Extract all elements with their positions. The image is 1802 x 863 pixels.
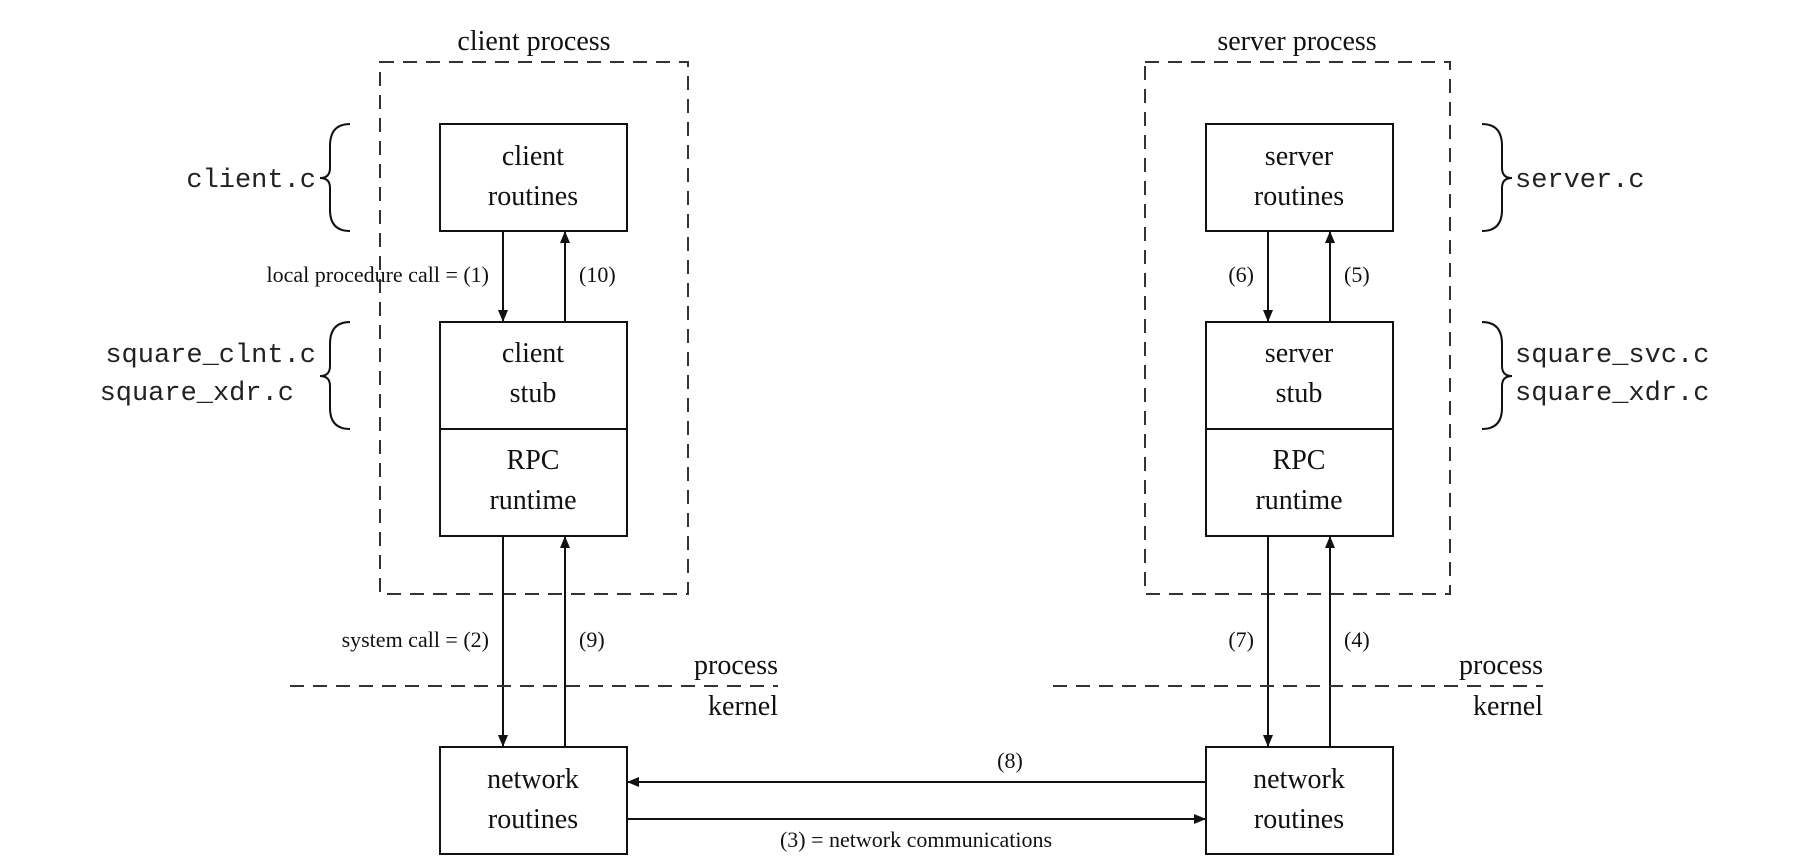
server-routines-label-1: server: [1265, 141, 1334, 172]
client-stub-label-1: client: [502, 338, 564, 369]
client-routines-label-1: client: [502, 141, 564, 172]
server-network-routines-box: [1205, 746, 1394, 855]
file-square-clnt-c: square_clnt.c: [105, 341, 316, 371]
label-step-9: (9): [579, 627, 605, 652]
brace-client-routines: [319, 123, 351, 232]
file-client-c: client.c: [186, 166, 316, 196]
client-network-routines-label-1: network: [487, 764, 579, 795]
server-routines-label-2: routines: [1254, 181, 1344, 212]
label-kernel-right: kernel: [1473, 691, 1543, 722]
server-network-routines-label-1: network: [1253, 764, 1345, 795]
server-process-title: server process: [1217, 26, 1376, 57]
label-network-communications: (3) = network communications: [780, 827, 1052, 852]
label-step-4: (4): [1344, 627, 1370, 652]
server-rpc-runtime-box: [1205, 428, 1394, 537]
label-process-left: process: [694, 650, 778, 681]
file-square-svc-c: square_svc.c: [1515, 341, 1709, 371]
client-stub-box: [439, 321, 628, 430]
server-rpc-runtime-label-1: RPC: [1273, 445, 1326, 476]
server-stub-label-2: stub: [1276, 378, 1323, 409]
label-local-procedure-call: local procedure call = (1): [266, 262, 489, 287]
server-network-routines-label-2: routines: [1254, 804, 1344, 835]
file-square-xdr-c-left: square_xdr.c: [100, 379, 294, 409]
client-network-routines-label-2: routines: [488, 804, 578, 835]
client-routines-label-2: routines: [488, 181, 578, 212]
server-rpc-runtime-label-2: runtime: [1255, 485, 1342, 516]
client-rpc-runtime-label-1: RPC: [507, 445, 560, 476]
label-step-7: (7): [1228, 627, 1254, 652]
client-rpc-runtime-label-2: runtime: [489, 485, 576, 516]
server-stub-box: [1205, 321, 1394, 430]
client-rpc-runtime-box: [439, 428, 628, 537]
client-routines-box: [439, 123, 628, 232]
label-step-6: (6): [1228, 262, 1254, 287]
label-step-8: (8): [997, 748, 1023, 773]
client-network-routines-box: [439, 746, 628, 855]
brace-server-routines: [1481, 123, 1513, 232]
file-square-xdr-c-right: square_xdr.c: [1515, 379, 1709, 409]
server-process-boundary: [1144, 61, 1451, 595]
brace-client-stub: [319, 321, 351, 430]
server-routines-box: [1205, 123, 1394, 232]
label-step-5: (5): [1344, 262, 1370, 287]
client-stub-label-2: stub: [510, 378, 557, 409]
file-server-c: server.c: [1515, 166, 1645, 196]
server-stub-label-1: server: [1265, 338, 1334, 369]
client-process-boundary: [379, 61, 689, 595]
label-system-call: system call = (2): [342, 627, 489, 652]
label-step-10: (10): [579, 262, 616, 287]
label-kernel-left: kernel: [708, 691, 778, 722]
client-process-title: client process: [457, 26, 610, 57]
brace-server-stub: [1481, 321, 1513, 430]
label-process-right: process: [1459, 650, 1543, 681]
